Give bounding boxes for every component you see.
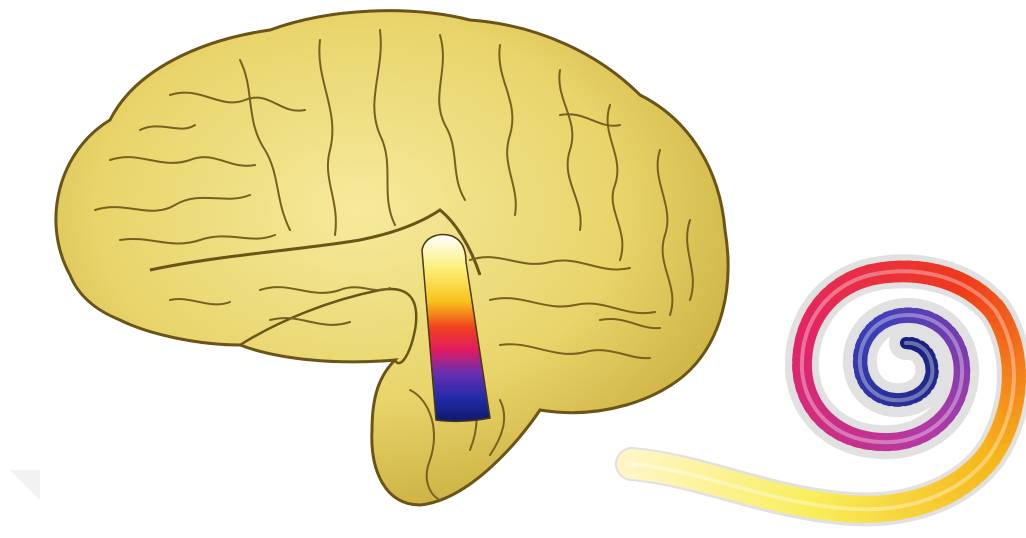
corner-mark [10,470,40,500]
brain-body [56,11,728,505]
brain [56,11,728,505]
